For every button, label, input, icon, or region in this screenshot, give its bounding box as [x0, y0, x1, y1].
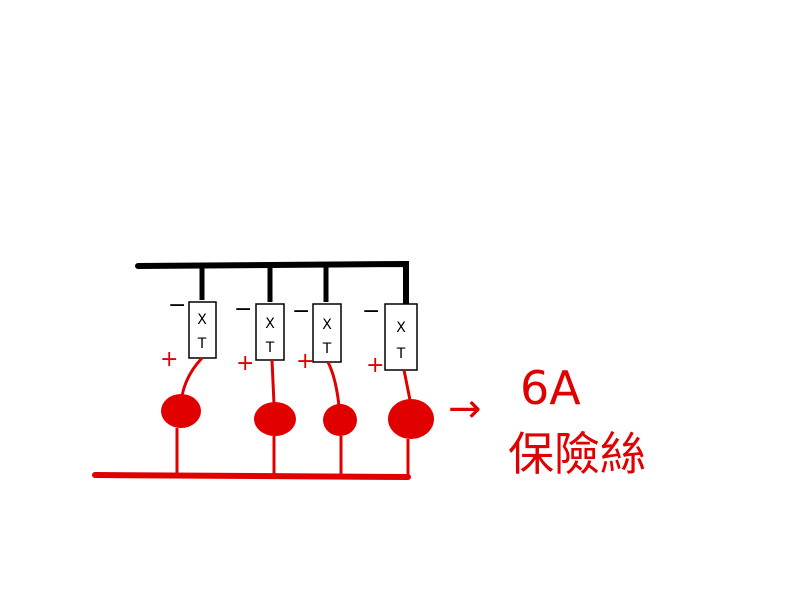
connector-4: X T: [384, 303, 418, 371]
fuse-1: [161, 394, 201, 428]
positive-bus: [92, 472, 411, 480]
connector-3: X T: [312, 303, 342, 363]
fuse-4: [388, 399, 434, 439]
connector-4-bottom-label: T: [396, 346, 406, 362]
positive-lead-2: [270, 359, 276, 405]
fuse-2: [254, 402, 296, 436]
negative-bus: [135, 260, 409, 307]
plus-sign-2: +: [236, 351, 254, 376]
minus-sign-3: −: [292, 299, 310, 324]
positive-lead-1: [180, 356, 204, 397]
fuse-label: 保險絲: [508, 427, 646, 481]
minus-sign-4: −: [362, 299, 380, 324]
minus-sign-2: −: [234, 297, 252, 322]
connector-3-bottom-label: T: [322, 341, 332, 357]
positive-lead-4: [402, 369, 412, 401]
positive-lead-3: [326, 361, 341, 407]
connector-4-top-label: X: [396, 320, 406, 336]
connector-2-top-label: X: [265, 316, 275, 332]
plus-sign-1: +: [160, 347, 178, 372]
fuse-3: [323, 404, 357, 436]
fuse-rating: 6A: [520, 361, 581, 415]
connector-3-top-label: X: [322, 317, 332, 333]
minus-sign-1: −: [168, 293, 186, 318]
connector-1-bottom-label: T: [197, 336, 207, 352]
connector-2-bottom-label: T: [265, 340, 275, 356]
connector-1-top-label: X: [197, 312, 207, 328]
plus-sign-3: +: [296, 349, 314, 374]
connector-1: X T: [188, 301, 217, 359]
annotation-arrow: →: [448, 386, 482, 432]
connector-2: X T: [255, 303, 285, 361]
plus-sign-4: +: [366, 353, 384, 378]
